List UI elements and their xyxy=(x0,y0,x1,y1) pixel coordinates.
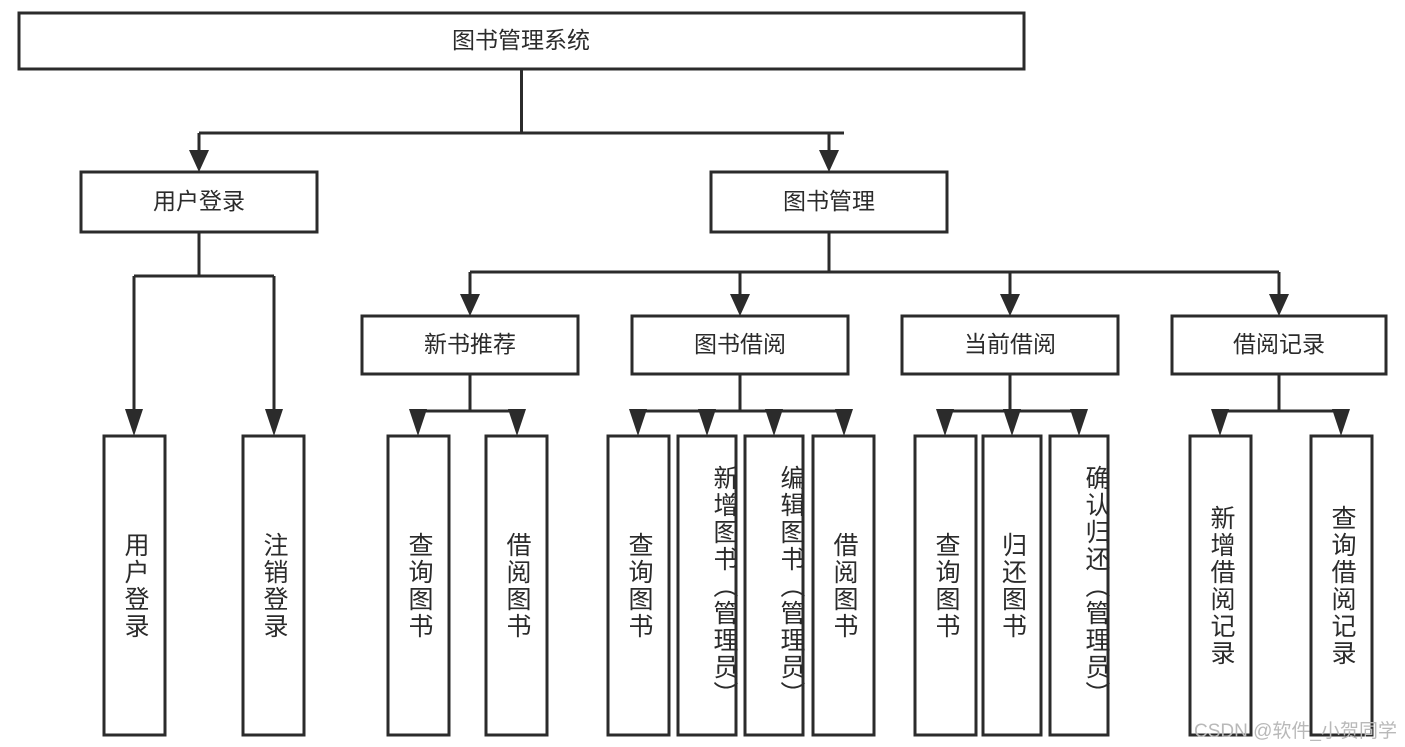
node-leaf-user-login[interactable] xyxy=(102,434,167,737)
arrowhead-leaf-record-2 xyxy=(1332,409,1350,436)
arrowhead-leaf-current-1 xyxy=(936,409,954,436)
arrowhead-leaf-borrow-2 xyxy=(698,409,716,436)
label-book-borrow: 图书借阅 xyxy=(694,331,786,357)
label-user-login: 用户登录 xyxy=(153,188,245,214)
node-leaf-add-borrow-record[interactable] xyxy=(1188,434,1253,737)
label-borrow-record: 借阅记录 xyxy=(1233,331,1325,357)
node-leaf-query-book-newbook[interactable] xyxy=(386,434,451,737)
arrowhead-book-mgmt xyxy=(819,150,839,172)
node-leaf-add-book-admin[interactable] xyxy=(676,434,738,737)
node-leaf-logout[interactable] xyxy=(241,434,306,737)
arrowhead-leaf-user-login-1 xyxy=(125,409,143,436)
node-new-book-recommend[interactable] xyxy=(360,314,580,376)
arrowhead-current xyxy=(1000,294,1020,316)
label-new-book-recommend: 新书推荐 xyxy=(424,331,516,357)
node-root-book-management-system[interactable] xyxy=(17,11,1026,71)
node-user-login[interactable] xyxy=(79,170,319,234)
node-leaf-borrow-book[interactable] xyxy=(811,434,876,737)
arrowhead-leaf-current-2 xyxy=(1003,409,1021,436)
node-book-borrow[interactable] xyxy=(630,314,850,376)
arrowhead-record xyxy=(1269,294,1289,316)
node-leaf-query-book-current[interactable] xyxy=(913,434,978,737)
arrowhead-leaf-newbook-2 xyxy=(508,409,526,436)
arrowhead-user-login xyxy=(189,150,209,172)
arrowhead-leaf-user-login-2 xyxy=(265,409,283,436)
label-book-management: 图书管理 xyxy=(783,188,875,214)
node-borrow-record[interactable] xyxy=(1170,314,1388,376)
node-leaf-edit-book-admin[interactable] xyxy=(743,434,805,737)
arrowhead-leaf-borrow-1 xyxy=(629,409,647,436)
node-current-borrow[interactable] xyxy=(900,314,1120,376)
horizontal-labels-group: 图书管理系统 用户登录 图书管理 新书推荐 图书借阅 当前借阅 借阅记录 xyxy=(153,27,1325,357)
node-leaf-query-borrow-record[interactable] xyxy=(1309,434,1374,737)
node-leaf-borrow-book-newbook[interactable] xyxy=(484,434,549,737)
arrowhead-newbook xyxy=(460,294,480,316)
node-book-management[interactable] xyxy=(709,170,949,234)
label-current-borrow: 当前借阅 xyxy=(964,331,1056,357)
node-boxes-group xyxy=(17,11,1388,737)
node-leaf-query-book-borrow[interactable] xyxy=(606,434,671,737)
node-leaf-return-book[interactable] xyxy=(981,434,1043,737)
arrowhead-leaf-borrow-3 xyxy=(765,409,783,436)
csdn-watermark: CSDN @软件_小贺同学 xyxy=(1194,721,1397,742)
node-leaf-confirm-return-admin[interactable] xyxy=(1048,434,1110,737)
arrowhead-leaf-newbook-1 xyxy=(409,409,427,436)
arrowhead-leaf-borrow-4 xyxy=(835,409,853,436)
arrowheads-group xyxy=(125,150,1350,436)
arrowhead-borrow xyxy=(730,294,750,316)
arrowhead-leaf-record-1 xyxy=(1211,409,1229,436)
label-root: 图书管理系统 xyxy=(452,27,590,53)
arrowhead-leaf-current-3 xyxy=(1070,409,1088,436)
